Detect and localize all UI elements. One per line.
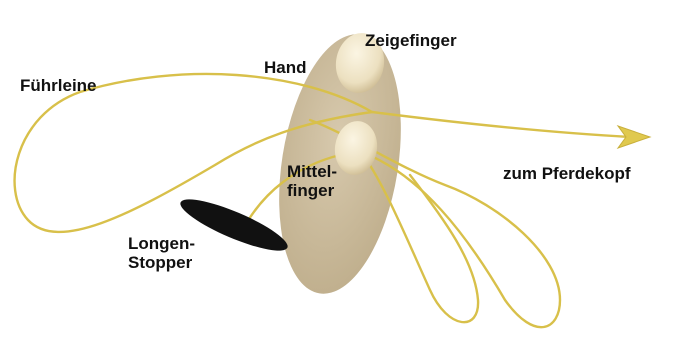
label-hand: Hand xyxy=(264,58,307,77)
label-leash: Führleine xyxy=(20,76,97,95)
label-index-finger: Zeigefinger xyxy=(365,31,457,50)
label-middle-finger-line2: finger xyxy=(287,181,337,200)
label-middle-finger: Mittel- finger xyxy=(287,162,337,200)
label-to-horse-head: zum Pferdekopf xyxy=(503,164,631,183)
label-lunge-stopper-line1: Longen- xyxy=(128,234,195,253)
label-middle-finger-line1: Mittel- xyxy=(287,162,337,181)
label-lunge-stopper-line2: Stopper xyxy=(128,253,195,272)
leash-to-head xyxy=(372,112,630,137)
label-lunge-stopper: Longen- Stopper xyxy=(128,234,195,272)
